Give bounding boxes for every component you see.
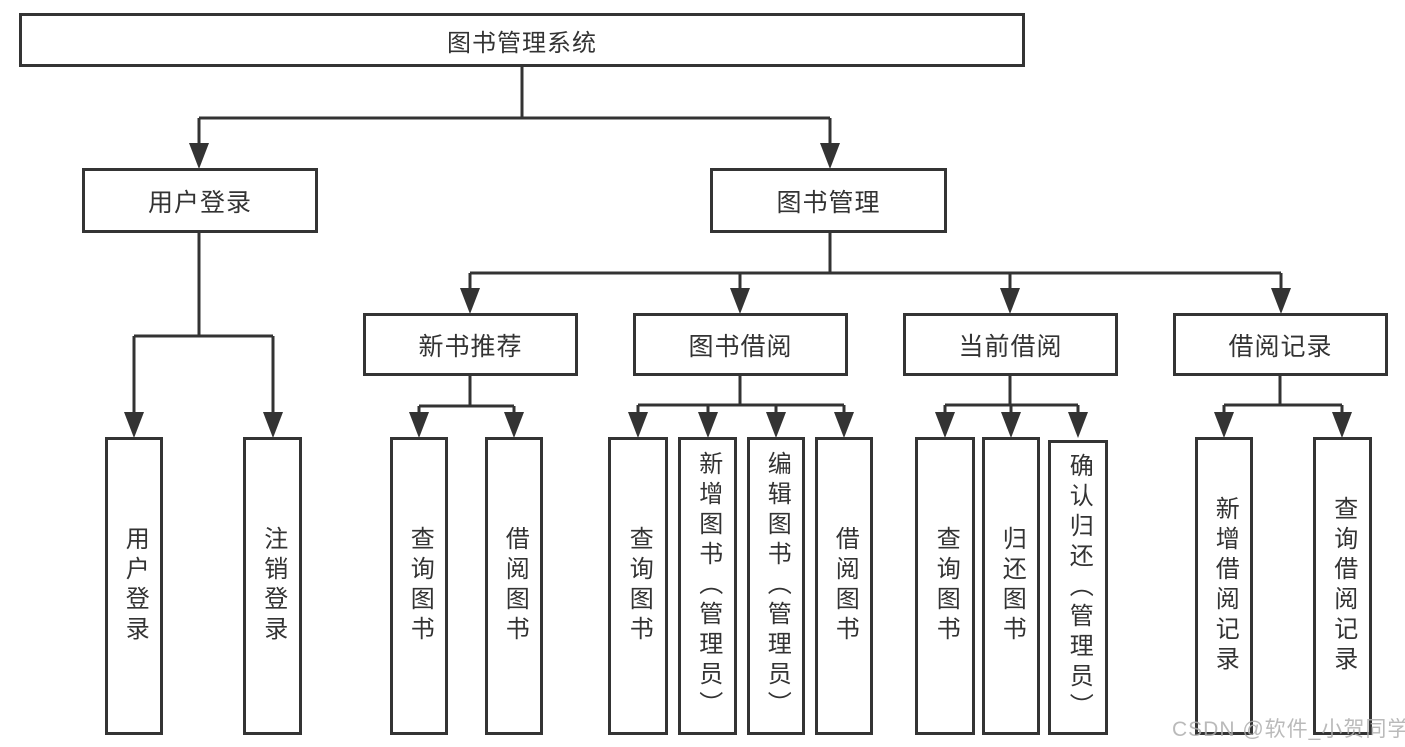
leaf-bb-query-books: 查询图书	[608, 437, 668, 735]
leaf-nb-borrow-books: 借阅图书	[485, 437, 543, 735]
leaf-bb-edit-books: 编辑图书（管理员）	[747, 437, 805, 735]
arrowhead	[124, 412, 144, 438]
arrowhead	[1068, 412, 1088, 438]
arrowhead	[766, 412, 786, 438]
node-user-login-group: 用户登录	[82, 168, 318, 233]
leaf-cb-query-books: 查询图书	[915, 437, 975, 735]
leaf-bb-borrow-books: 借阅图书	[815, 437, 873, 735]
tree-edges	[132, 66, 1344, 418]
arrowhead	[820, 143, 840, 169]
arrowhead	[504, 412, 524, 438]
arrowhead	[1214, 412, 1234, 438]
arrowhead	[628, 412, 648, 438]
arrowhead	[460, 288, 480, 314]
arrowhead	[730, 288, 750, 314]
leaf-br-add-record: 新增借阅记录	[1195, 437, 1253, 735]
node-new-book-recommend: 新书推荐	[363, 313, 578, 376]
leaf-user-login: 用户登录	[105, 437, 163, 735]
leaf-nb-query-books: 查询图书	[390, 437, 448, 735]
arrowhead	[935, 412, 955, 438]
arrowhead	[834, 412, 854, 438]
node-book-management: 图书管理	[710, 168, 947, 233]
node-current-borrow: 当前借阅	[903, 313, 1118, 376]
node-borrow-records: 借阅记录	[1173, 313, 1388, 376]
leaf-bb-add-books: 新增图书（管理员）	[678, 437, 737, 735]
node-book-borrow: 图书借阅	[633, 313, 848, 376]
arrowhead	[698, 412, 718, 438]
leaf-logout: 注销登录	[243, 437, 302, 735]
arrowhead	[1000, 288, 1020, 314]
arrowhead	[409, 412, 429, 438]
arrowhead	[189, 143, 209, 169]
arrowhead	[1332, 412, 1352, 438]
node-root: 图书管理系统	[19, 13, 1025, 67]
arrowhead	[263, 412, 283, 438]
csdn-watermark: CSDN @软件_小贺同学	[1172, 718, 1405, 741]
leaf-cb-return-books: 归还图书	[982, 437, 1040, 735]
leaf-cb-confirm-return: 确认归还（管理员）	[1048, 440, 1108, 735]
leaf-br-query-record: 查询借阅记录	[1313, 437, 1372, 735]
arrowhead	[1271, 288, 1291, 314]
arrowhead	[1001, 412, 1021, 438]
